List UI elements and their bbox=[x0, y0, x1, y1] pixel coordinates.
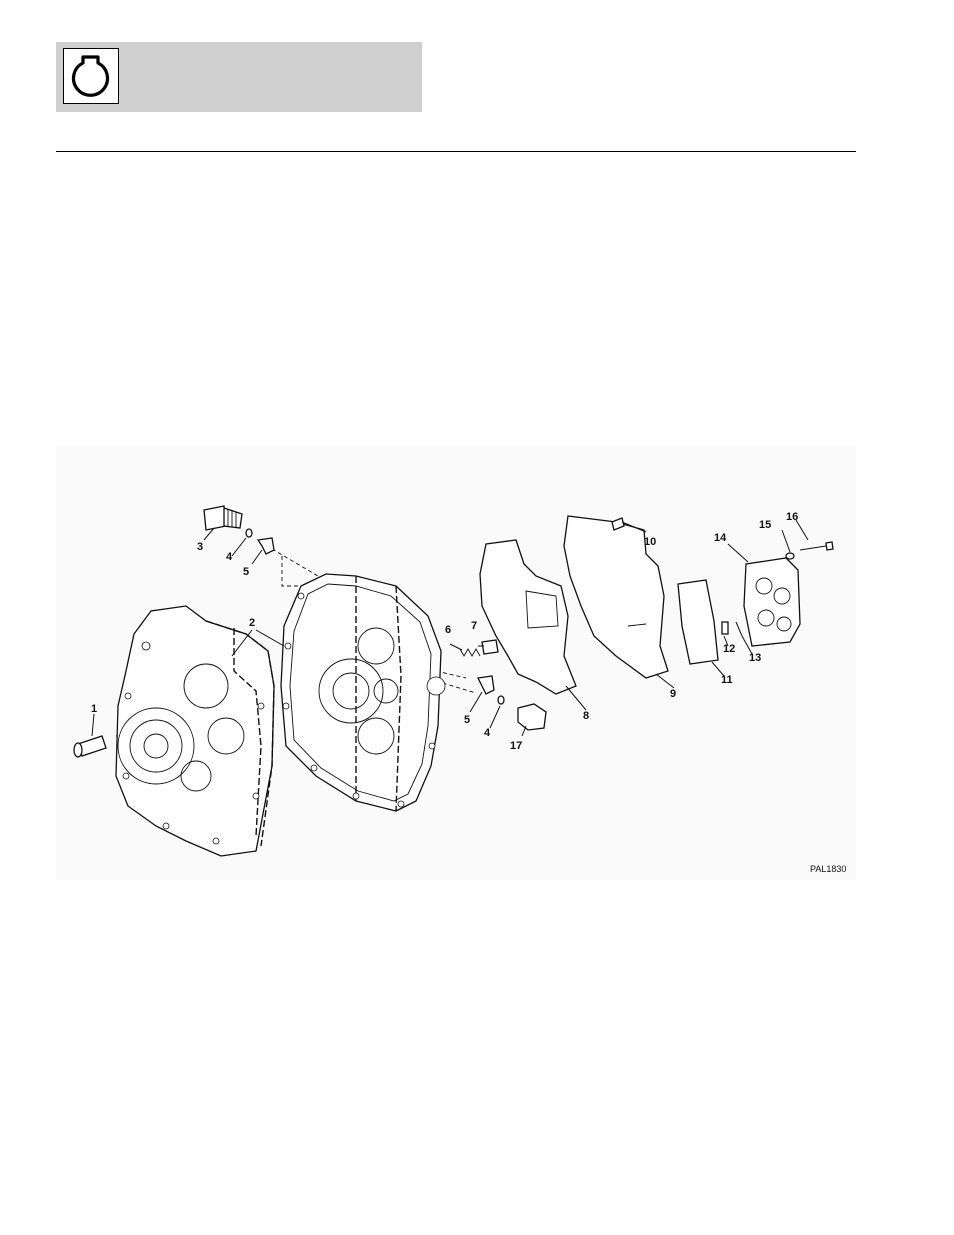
rear-housing-part bbox=[281, 574, 445, 811]
callout-10: 10 bbox=[644, 536, 656, 548]
part-17-solenoid bbox=[518, 704, 546, 730]
part-6-spring bbox=[460, 649, 480, 656]
exploded-view-figure: 1 2 3 4 5 5 4 6 7 8 9 10 11 12 13 14 15 … bbox=[56, 446, 856, 880]
callout-5: 5 bbox=[243, 566, 249, 578]
callout-5b: 5 bbox=[464, 714, 470, 726]
callout-1: 1 bbox=[91, 703, 97, 715]
callout-11: 11 bbox=[721, 674, 733, 686]
part-12-pin bbox=[722, 622, 728, 634]
callout-2: 2 bbox=[249, 617, 255, 629]
callout-6: 6 bbox=[445, 624, 451, 636]
part-8-gasket bbox=[480, 540, 576, 694]
part-7-plug bbox=[482, 640, 498, 654]
figure-code: PAL1830 bbox=[810, 864, 846, 874]
header-rule bbox=[56, 151, 856, 152]
part-4-oring bbox=[246, 529, 252, 537]
callout-8: 8 bbox=[583, 710, 589, 722]
exploded-view-drawing: 1 2 3 4 5 5 4 6 7 8 9 10 11 12 13 14 15 … bbox=[56, 446, 856, 880]
part-4b-oring bbox=[498, 696, 504, 704]
front-housing-part bbox=[116, 606, 274, 856]
part-11-plate bbox=[678, 580, 718, 664]
part-14-valve-body bbox=[744, 558, 800, 646]
callout-7: 7 bbox=[471, 620, 477, 632]
callout-16: 16 bbox=[786, 511, 798, 523]
callout-14: 14 bbox=[714, 532, 727, 544]
callout-4: 4 bbox=[226, 551, 233, 563]
callout-12: 12 bbox=[723, 643, 735, 655]
part-13-pin bbox=[736, 622, 742, 636]
part-16-bolt bbox=[800, 542, 833, 550]
callout-17: 17 bbox=[510, 740, 522, 752]
callout-15: 15 bbox=[759, 519, 771, 531]
part-5b-clip bbox=[478, 676, 494, 694]
part-1-tube bbox=[74, 736, 106, 757]
callout-13: 13 bbox=[749, 652, 761, 664]
part-15-washer bbox=[786, 553, 794, 559]
callout-4b: 4 bbox=[484, 727, 491, 739]
callout-3: 3 bbox=[197, 541, 203, 553]
part-3-solenoid bbox=[204, 506, 242, 530]
callout-9: 9 bbox=[670, 688, 676, 700]
section-logo-icon bbox=[63, 48, 119, 104]
